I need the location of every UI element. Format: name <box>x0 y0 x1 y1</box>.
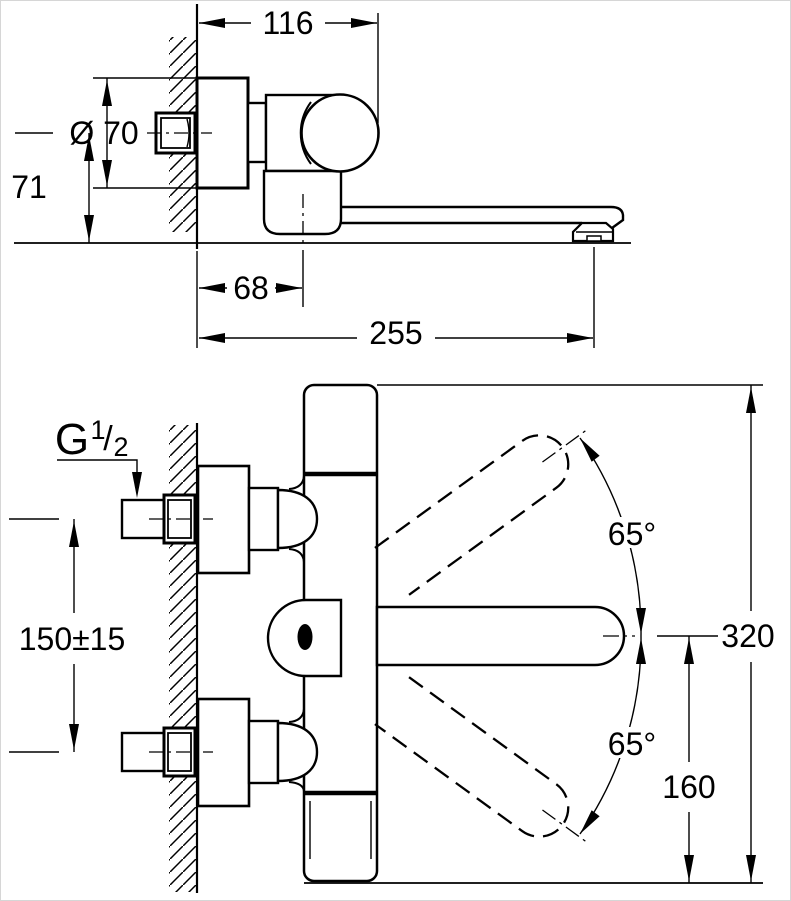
check-valve-dome-lower <box>276 721 319 783</box>
plan-view: 65° 65° G 1 / 2 150±15 <box>9 383 775 893</box>
dim-diameter-label: Ø 70 <box>69 115 138 151</box>
thread-label-denominator: 2 <box>113 432 128 462</box>
check-valve-dome-upper <box>276 488 319 550</box>
dim-255-label: 255 <box>369 315 422 351</box>
spout-swivel-lower <box>374 676 590 845</box>
dim-116-label: 116 <box>262 5 313 41</box>
thread-label-numerator: 1 <box>90 415 105 445</box>
fillet-lower-2 <box>288 781 305 792</box>
inlet-nut-shading <box>186 118 190 148</box>
angle-upper-label: 65° <box>608 516 656 552</box>
dim-320: 320 <box>721 385 775 883</box>
dim-320-label: 320 <box>721 618 774 654</box>
fillet-upper-2 <box>288 548 305 563</box>
fillet-lower-1 <box>288 708 305 723</box>
dim-255: 255 <box>199 247 595 351</box>
union-sleeve-upper <box>247 486 280 552</box>
knob-face-edge <box>299 101 312 165</box>
dim-150-label: 150±15 <box>19 621 126 657</box>
thread-label: G 1 / 2 <box>55 415 142 498</box>
dim-71: 71 <box>11 132 94 243</box>
spout-swivel-upper <box>374 427 590 596</box>
valve-body <box>246 101 268 164</box>
dim-160-label: 160 <box>662 769 715 805</box>
spout-plan <box>375 605 626 667</box>
aerator-outlet <box>586 235 602 242</box>
dim-68: 68 <box>196 250 304 348</box>
fillet-upper-1 <box>288 475 305 490</box>
dim-150: 150±15 <box>9 518 126 753</box>
swivel-arc-lower: 65° <box>579 635 662 835</box>
thread-label-g: G <box>55 415 89 464</box>
dim-160: 160 <box>662 636 716 883</box>
dim-68-label: 68 <box>233 270 269 306</box>
handle-knob <box>300 93 380 173</box>
inlet-pipe-upper <box>120 498 166 540</box>
thread-label-slash: / <box>103 420 113 458</box>
dim-diameter-70: Ø 70 <box>69 77 197 189</box>
dim-71-label: 71 <box>11 169 47 205</box>
union-sleeve-lower <box>247 719 280 785</box>
swivel-arc-upper: 65° <box>579 437 662 637</box>
spout-top-edge <box>341 205 625 229</box>
sensor-window <box>297 624 313 650</box>
angle-lower-label: 65° <box>608 726 656 762</box>
side-view: 116 Ø 70 71 68 <box>11 4 631 351</box>
dim-116: 116 <box>199 5 379 123</box>
